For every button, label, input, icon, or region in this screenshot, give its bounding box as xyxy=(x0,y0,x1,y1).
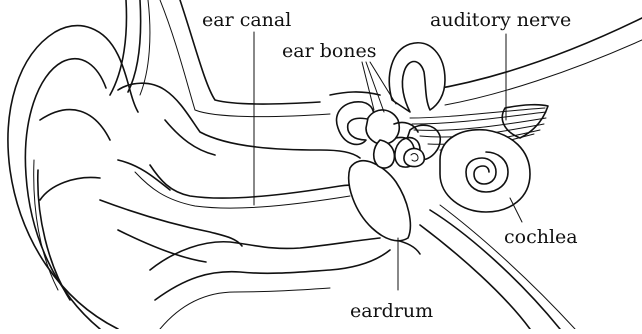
label-ear-canal: ear canal xyxy=(202,9,291,31)
label-ear-bones: ear bones xyxy=(282,40,377,62)
label-eardrum: eardrum xyxy=(350,300,433,322)
label-auditory-nerve: auditory nerve xyxy=(430,9,571,31)
label-cochlea: cochlea xyxy=(504,226,578,248)
cochlea-spiral xyxy=(440,130,530,212)
outer-ear xyxy=(8,26,170,329)
eardrum-shape xyxy=(349,161,411,241)
